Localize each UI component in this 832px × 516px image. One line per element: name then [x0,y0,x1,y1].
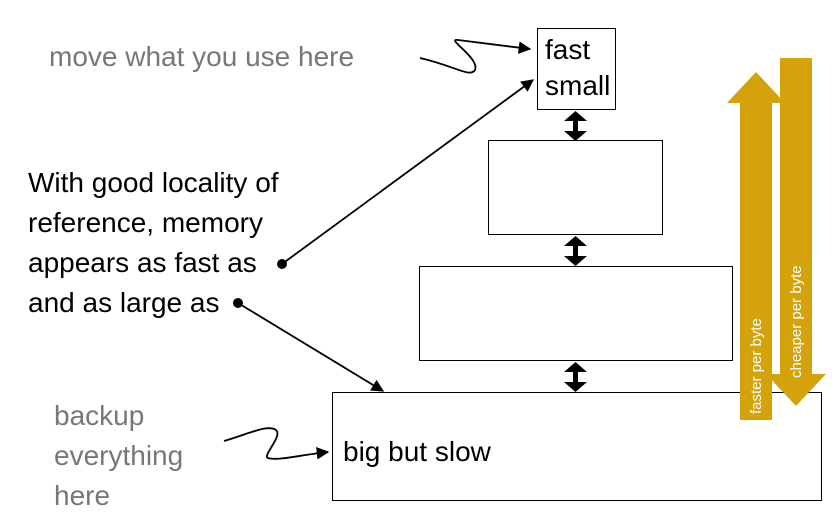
cheaper-per-byte-label: cheaper per byte [788,265,805,378]
large-as-pointer [237,302,385,392]
locality-line-2: reference, memory [28,207,263,238]
bottom-squiggle-arrow [223,427,330,460]
level-top-box: fast small [537,28,616,110]
level-top-label-1: fast [545,34,591,65]
faster-per-byte-arrow [727,72,785,420]
bottom-note-line-2: everything [54,440,184,471]
locality-line-3: appears as fast as [28,247,257,278]
locality-line-1: With good locality of [28,167,279,198]
top-squiggle-arrow [419,39,532,74]
top-note: move what you use here [49,41,355,72]
level-bottom-label: big but slow [343,436,491,467]
bottom-note-line-1: backup [54,400,145,431]
bottom-note-line-3: here [54,480,111,511]
locality-line-4: and as large as [28,287,220,318]
cheaper-per-byte-arrow [766,58,826,406]
level-link-3 [564,362,587,392]
fast-as-pointer [281,79,535,265]
level-3-box [419,266,733,361]
level-2-box [488,140,663,235]
level-link-1 [564,111,587,141]
faster-per-byte-label: faster per byte [748,318,765,414]
level-link-2 [564,236,587,266]
level-top-label-2: small [545,70,611,101]
